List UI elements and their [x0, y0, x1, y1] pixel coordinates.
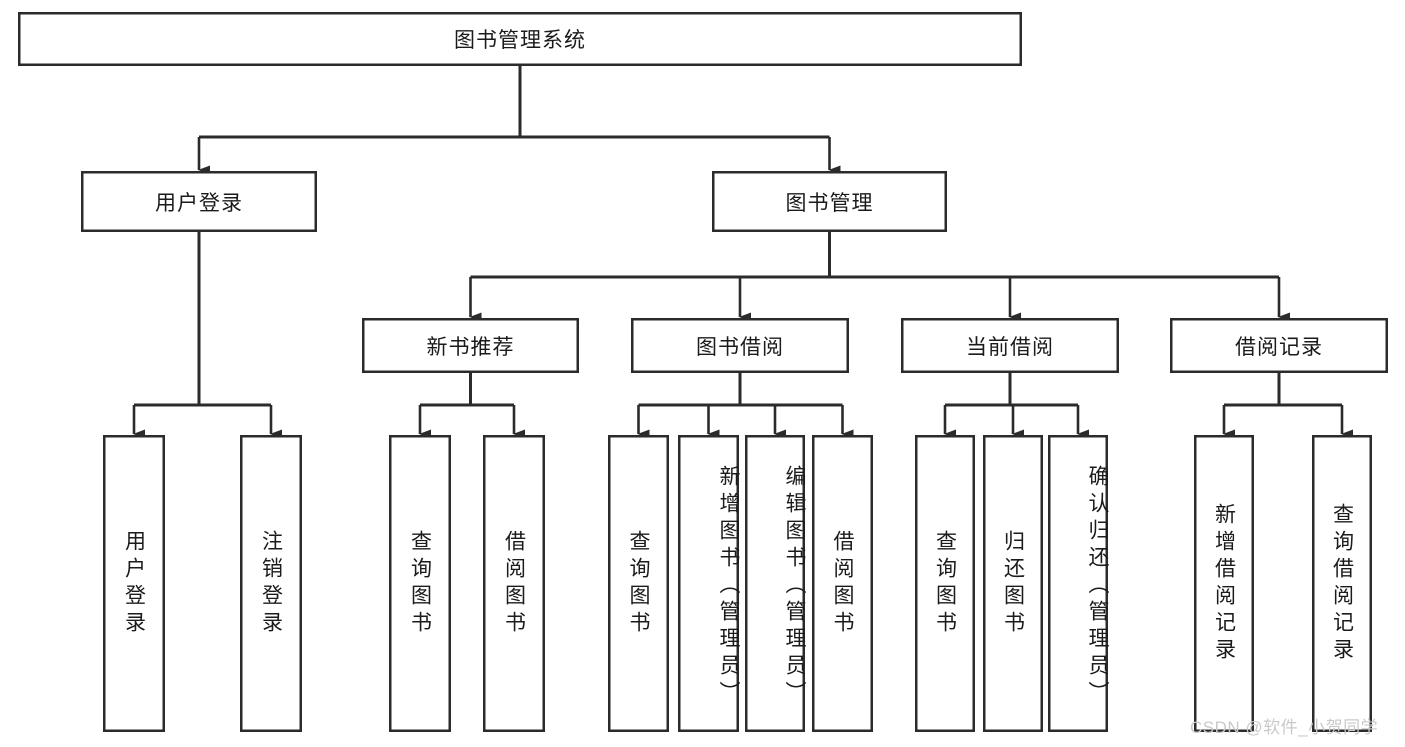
edge-layer	[132, 66, 1353, 439]
watermark: CSDN @软件_小贺同学	[1190, 718, 1379, 737]
box-layer	[17, 12, 1389, 732]
